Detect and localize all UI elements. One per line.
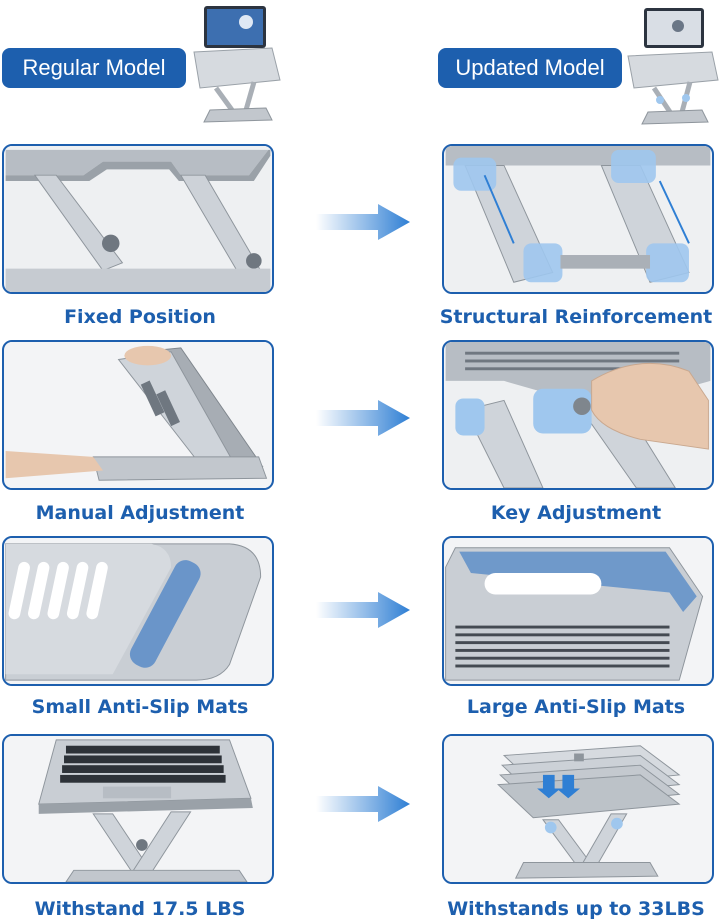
regular-model-badge: Regular Model	[2, 48, 186, 88]
small-anti-slip-mats-caption: Small Anti-Slip Mats	[31, 696, 249, 718]
withstands-up-to-33lbs-image	[442, 734, 714, 884]
small-anti-slip-mats-image	[2, 536, 274, 686]
structural-reinforcement-image	[442, 144, 714, 294]
structural-reinforcement-caption: Structural Reinforcement	[439, 306, 713, 328]
manual-adjustment-caption: Manual Adjustment	[35, 502, 245, 524]
withstands-up-to-33lbs-caption: Withstands up to 33LBS	[447, 898, 705, 920]
arrow-right-icon	[316, 204, 410, 240]
fixed-position-caption: Fixed Position	[64, 306, 216, 328]
withstand-17-5-lbs-caption: Withstand 17.5 LBS	[34, 898, 246, 920]
large-anti-slip-mats-caption: Large Anti-Slip Mats	[466, 696, 686, 718]
key-adjustment-caption: Key Adjustment	[490, 502, 662, 524]
withstand-17-5-lbs-image	[2, 734, 274, 884]
regular-model-laptop-stand-image	[186, 2, 286, 126]
arrow-right-icon	[316, 786, 410, 822]
arrow-right-icon	[316, 592, 410, 628]
fixed-position-image	[2, 144, 274, 294]
arrow-right-icon	[316, 400, 410, 436]
large-anti-slip-mats-image	[442, 536, 714, 686]
updated-model-laptop-stand-image	[624, 4, 720, 128]
key-adjustment-image	[442, 340, 714, 490]
updated-model-badge: Updated Model	[438, 48, 622, 88]
manual-adjustment-image	[2, 340, 274, 490]
